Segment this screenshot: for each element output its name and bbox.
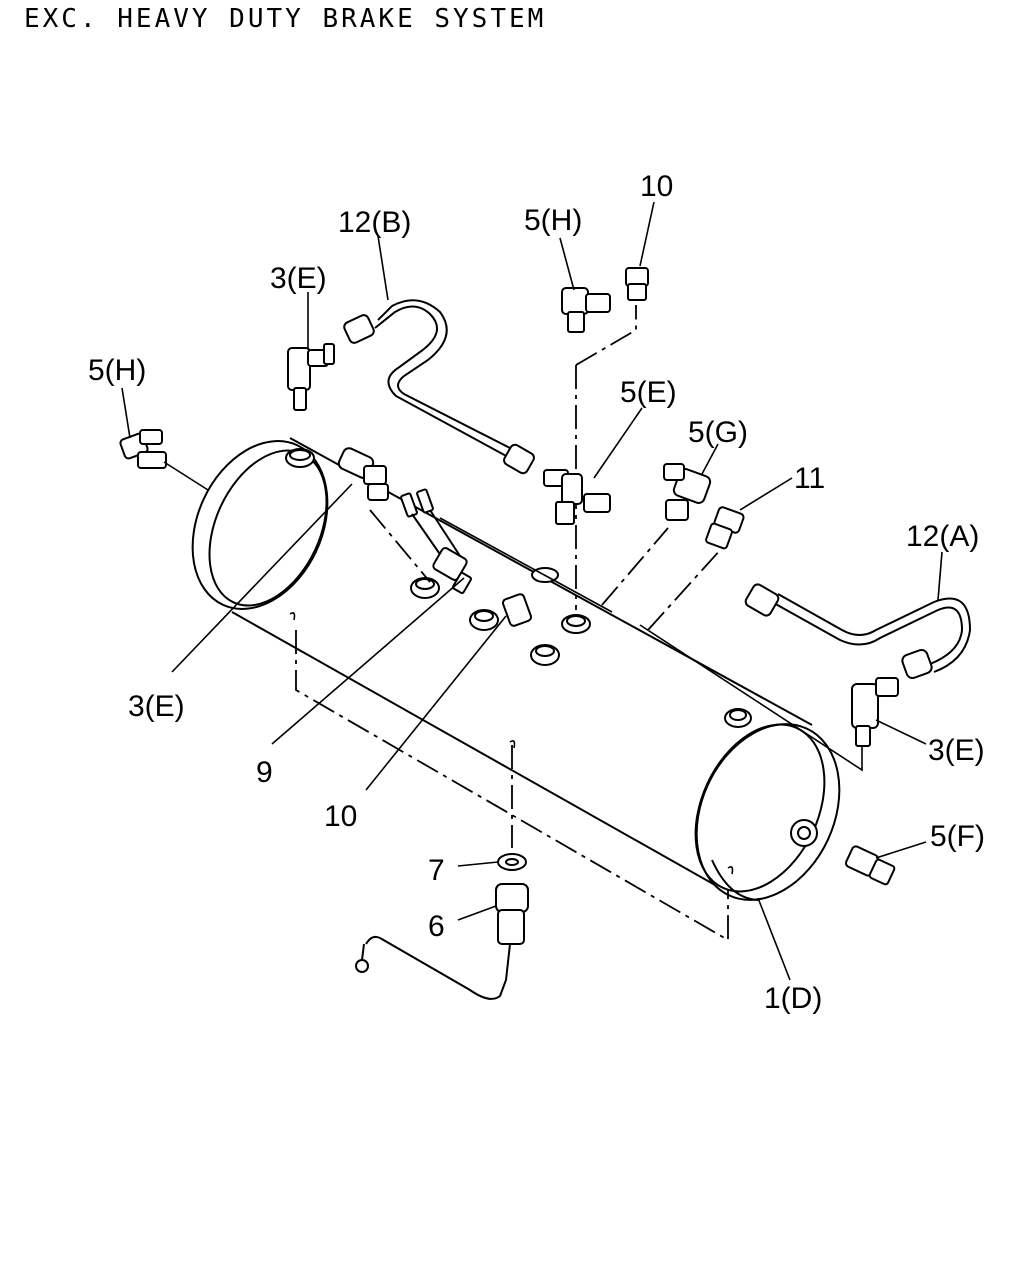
elbow-fitting-3e-top <box>287 343 335 411</box>
callout-5g: 5(G) <box>688 416 748 449</box>
pipe-12a <box>744 583 972 680</box>
callout-12b: 12(B) <box>338 206 411 239</box>
plug-10-bottom <box>502 593 532 627</box>
callout-3e-right: 3(E) <box>928 734 985 767</box>
callout-5h-left: 5(H) <box>88 354 146 387</box>
callout-12a: 12(A) <box>906 520 979 553</box>
callout-3e-left: 3(E) <box>128 690 185 723</box>
elbow-fitting-3e-left <box>337 447 389 501</box>
callout-3e-top: 3(E) <box>270 262 327 295</box>
tee-fitting-5h-left <box>119 429 167 469</box>
pipe-12b <box>343 299 535 475</box>
elbow-fitting-5g <box>663 463 712 521</box>
callout-5h-top: 5(H) <box>524 204 582 237</box>
tee-fitting-5h-top <box>561 287 611 333</box>
callout-labels: 12(B) 5(H) 10 3(E) 5(H) 5(E) 5(G) 11 12(… <box>88 170 985 1015</box>
safety-valve-9 <box>400 488 472 595</box>
callout-5f: 5(F) <box>930 820 985 853</box>
tee-fitting-5e <box>543 469 611 525</box>
callout-1d: 1(D) <box>764 982 822 1015</box>
callout-10-bottom: 10 <box>324 800 357 833</box>
callout-9: 9 <box>256 756 273 789</box>
air-tank <box>191 437 841 901</box>
washer-7 <box>497 853 527 871</box>
drain-port <box>790 819 818 847</box>
callout-5e: 5(E) <box>620 376 677 409</box>
plug-10-top <box>625 267 649 301</box>
callout-10-top: 10 <box>640 170 673 203</box>
callout-7: 7 <box>428 854 445 887</box>
leader-lines <box>121 201 943 981</box>
drain-cock-5f <box>844 845 896 886</box>
callout-11: 11 <box>794 462 825 495</box>
page-title: EXC. HEAVY DUTY BRAKE SYSTEM <box>24 4 547 34</box>
elbow-fitting-3e-right <box>851 677 899 747</box>
callout-6: 6 <box>428 910 445 943</box>
pressure-switch-6 <box>355 883 529 1000</box>
plug-11 <box>705 506 745 550</box>
